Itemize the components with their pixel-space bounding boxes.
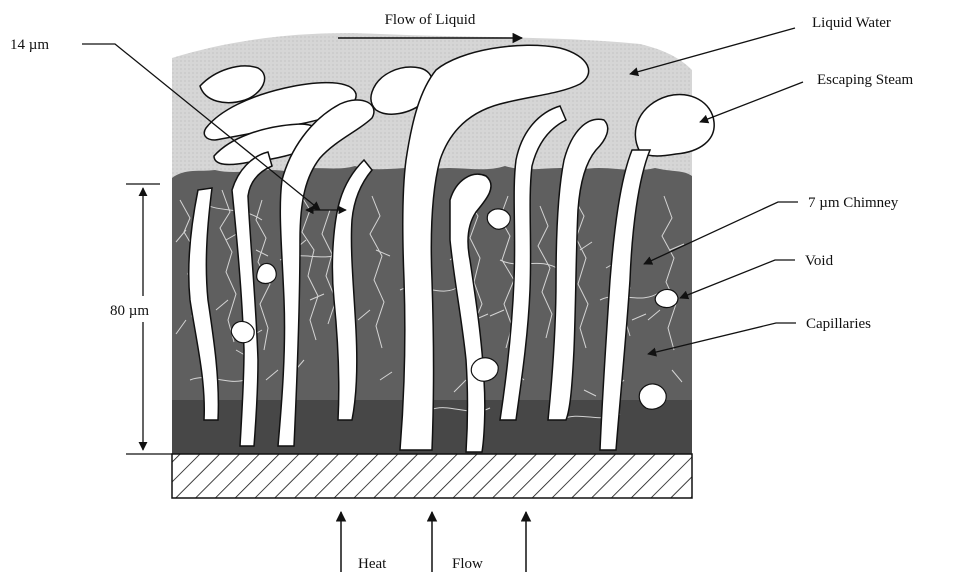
liquid-water-label: Liquid Water (812, 15, 891, 31)
fourteen-um-label: 14 µm (10, 37, 49, 53)
escaping-steam-leader (700, 82, 803, 122)
void-pore (257, 263, 277, 283)
heated-substrate (172, 454, 692, 498)
capillaries-label: Capillaries (806, 316, 871, 332)
flow-of-liquid-label: Flow of Liquid (385, 12, 476, 28)
void-label: Void (805, 253, 834, 269)
void-pore (639, 384, 666, 409)
void-leader (680, 260, 795, 298)
escaping-steam-label: Escaping Steam (817, 72, 914, 88)
void-pore (471, 358, 498, 382)
eighty-um-label: 80 µm (110, 303, 149, 319)
void-pore (655, 289, 678, 307)
chimney-label: 7 µm Chimney (808, 195, 899, 211)
flow-label: Flow (452, 556, 483, 572)
heat-label: Heat (358, 556, 387, 572)
